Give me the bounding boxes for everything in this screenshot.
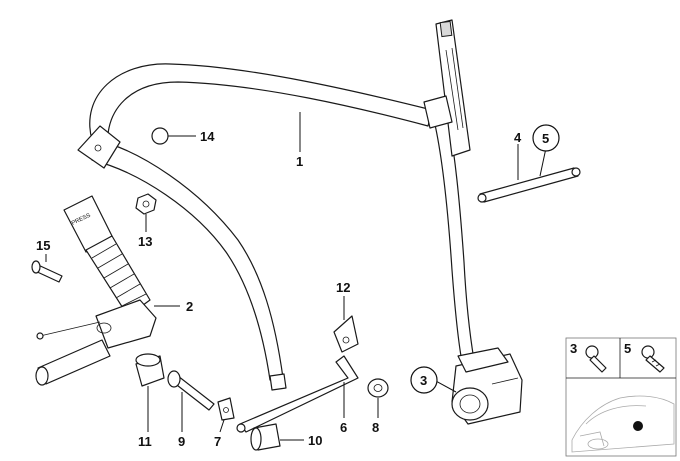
belt-buckle-assembly[interactable]: PRESS xyxy=(35,195,157,386)
callout-5-circle xyxy=(532,124,560,152)
sleeve-part[interactable] xyxy=(250,423,281,451)
inset-callout-3: 3 xyxy=(570,341,577,356)
inset-screw-5 xyxy=(641,345,665,373)
callout-15: 15 xyxy=(36,238,50,253)
inset-screw-3 xyxy=(585,345,607,373)
callout-5: 5 xyxy=(542,131,549,146)
callout-11: 11 xyxy=(138,434,152,449)
bolt-part-15[interactable] xyxy=(31,260,63,283)
clip-part[interactable] xyxy=(217,397,235,421)
callout-9: 9 xyxy=(178,434,185,449)
callout-2: 2 xyxy=(186,299,193,314)
callout-3: 3 xyxy=(420,373,427,388)
spacer-part[interactable] xyxy=(135,353,165,387)
bracket-part-12[interactable] xyxy=(333,315,359,353)
callout-12: 12 xyxy=(336,280,350,295)
location-marker-dot xyxy=(633,421,643,431)
callout-10: 10 xyxy=(308,433,322,448)
callout-6: 6 xyxy=(340,420,347,435)
inset-callout-5: 5 xyxy=(624,341,631,356)
cap-part[interactable] xyxy=(151,127,169,145)
guide-rod[interactable] xyxy=(477,167,581,203)
callout-1: 1 xyxy=(296,154,303,169)
seat-belt-webbing[interactable] xyxy=(77,19,475,391)
bushing-part[interactable] xyxy=(367,378,389,398)
anchor-rod[interactable] xyxy=(236,355,359,433)
callout-3-circle xyxy=(410,366,438,394)
callout-7: 7 xyxy=(214,434,221,449)
callout-4: 4 xyxy=(514,130,522,145)
callout-14: 14 xyxy=(200,129,215,144)
car-outline xyxy=(571,395,675,453)
inset-panel: 3 5 xyxy=(565,337,677,457)
callout-labels: 1 2 3 4 5 6 7 8 9 10 11 12 13 14 15 xyxy=(36,124,560,449)
nut-part[interactable] xyxy=(135,193,157,215)
callout-13: 13 xyxy=(138,234,152,249)
leader-lines xyxy=(45,112,547,441)
callout-8: 8 xyxy=(372,420,379,435)
belt-retractor[interactable] xyxy=(451,347,523,425)
bolt-part-9[interactable] xyxy=(167,370,215,411)
